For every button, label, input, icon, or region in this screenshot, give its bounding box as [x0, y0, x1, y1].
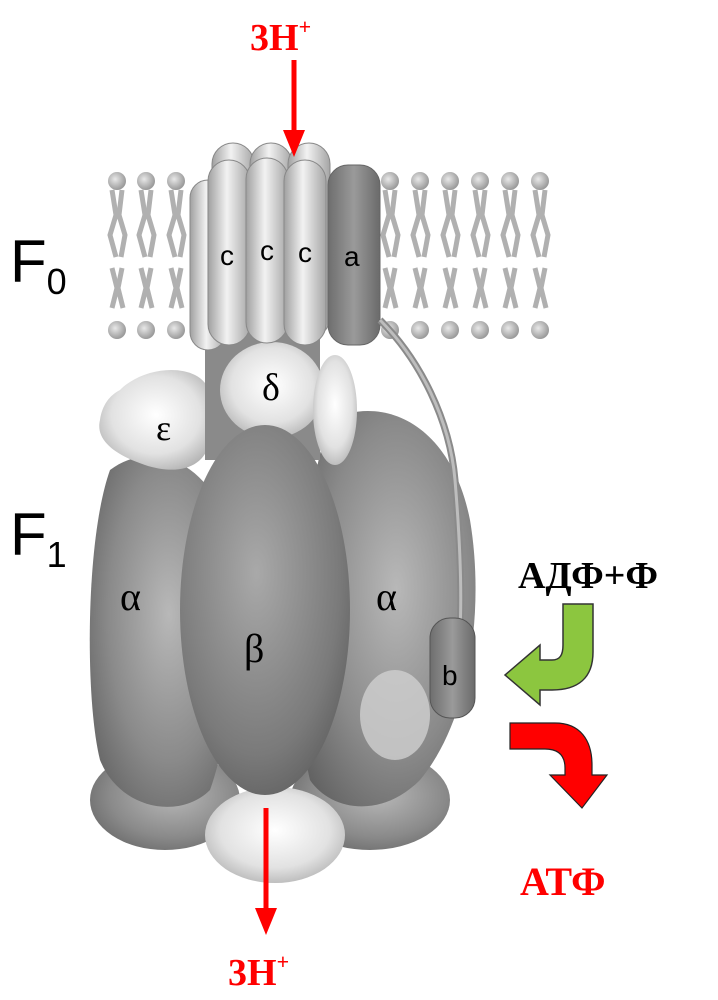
- membrane-left: [108, 172, 185, 339]
- f1-label: F1: [10, 501, 67, 575]
- lipid-tail: [383, 190, 389, 257]
- proton-in-label: 3H+: [250, 14, 311, 59]
- beta-label: β: [244, 626, 264, 671]
- alpha-left-label: α: [120, 574, 141, 619]
- lipid-head: [441, 172, 459, 190]
- lipid-head: [501, 321, 519, 339]
- lipid-tail: [482, 190, 488, 257]
- lipid-head: [471, 321, 489, 339]
- lipid-tail: [391, 268, 396, 308]
- c-label-3: c: [298, 237, 312, 268]
- lipid-tail: [512, 190, 518, 257]
- lipid-head: [501, 172, 519, 190]
- lipid-tail: [422, 190, 428, 257]
- b-label: b: [442, 660, 458, 691]
- f0-label: F0: [10, 228, 67, 302]
- epsilon-label: ε: [156, 408, 171, 448]
- lipid-tail: [473, 190, 479, 257]
- lipid-head: [531, 172, 549, 190]
- a-label: a: [344, 241, 360, 272]
- alpha-right-label: α: [376, 574, 397, 619]
- lipid-tail: [392, 190, 398, 257]
- f1-bottom-lobe-center: [205, 787, 345, 883]
- lipid-head: [441, 321, 459, 339]
- adp-pi-label: АДФ+Ф: [518, 555, 658, 597]
- lipid-tail: [503, 190, 509, 257]
- beta-subunit: [180, 425, 350, 795]
- lipid-head: [471, 172, 489, 190]
- lipid-head: [411, 172, 429, 190]
- c-label-2: c: [260, 235, 274, 266]
- lipid-tail: [451, 268, 456, 308]
- atp-curved-arrow: [510, 723, 607, 808]
- alpha-right-highlight: [360, 670, 430, 760]
- lipid-head: [531, 321, 549, 339]
- atp-label: АТФ: [520, 859, 606, 904]
- adp-curved-arrow: [505, 604, 593, 705]
- lipid-tail: [481, 268, 486, 308]
- lipid-tail: [541, 268, 546, 308]
- membrane-right: [381, 172, 549, 339]
- lipid-tail: [443, 190, 449, 257]
- lipid-tail: [533, 190, 539, 257]
- proton-in-arrow: [283, 60, 305, 157]
- proton-out-label: 3H+: [228, 949, 289, 994]
- stalk-right-lobe: [313, 355, 357, 465]
- lipid-tail: [452, 190, 458, 257]
- lipid-tail: [413, 190, 419, 257]
- lipid-tail: [421, 268, 426, 308]
- delta-label: δ: [262, 367, 280, 409]
- lipid-head: [381, 172, 399, 190]
- c-label-1: c: [220, 240, 234, 271]
- lipid-head: [411, 321, 429, 339]
- lipid-tail: [511, 268, 516, 308]
- lipid-tail: [542, 190, 548, 257]
